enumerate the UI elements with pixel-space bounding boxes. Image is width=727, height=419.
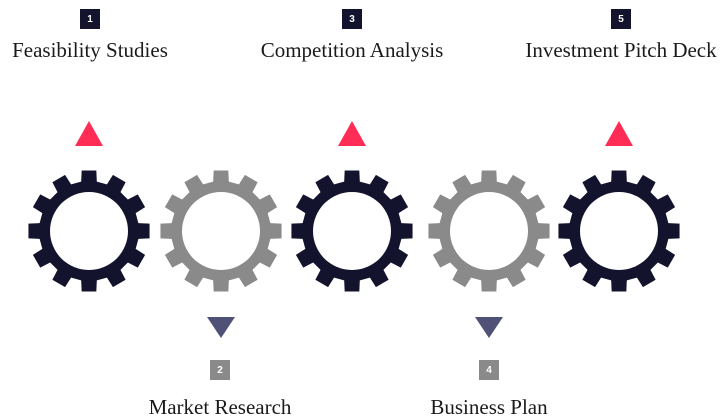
gear-icon-4 (428, 170, 550, 292)
step-label-3: Competition Analysis (260, 38, 444, 62)
step-4-group (428, 170, 550, 338)
up-arrow-5 (605, 121, 633, 146)
step-label-4: Business Plan (430, 395, 548, 419)
up-arrow-1 (75, 121, 103, 146)
step-badge-1: 1 (80, 9, 100, 29)
step-badge-2: 2 (210, 360, 230, 380)
gear-icon-5 (558, 170, 680, 292)
step-badge-5: 5 (611, 9, 631, 29)
gear-icon-3 (291, 170, 413, 292)
down-arrow-4 (475, 317, 503, 338)
step-badge-3: 3 (342, 9, 362, 29)
up-arrow-3 (338, 121, 366, 146)
step-1-group (28, 121, 150, 292)
step-2-group (160, 170, 282, 338)
step-badge-4: 4 (479, 360, 499, 380)
gear-icon-2 (160, 170, 282, 292)
step-label-1: Feasibility Studies (12, 38, 168, 62)
step-3-group (291, 121, 413, 292)
down-arrow-2 (207, 317, 235, 338)
step-5-group (558, 121, 680, 292)
step-label-5: Investment Pitch Deck (525, 38, 717, 62)
step-label-2: Market Research (148, 395, 292, 419)
gear-icon-1 (28, 170, 150, 292)
